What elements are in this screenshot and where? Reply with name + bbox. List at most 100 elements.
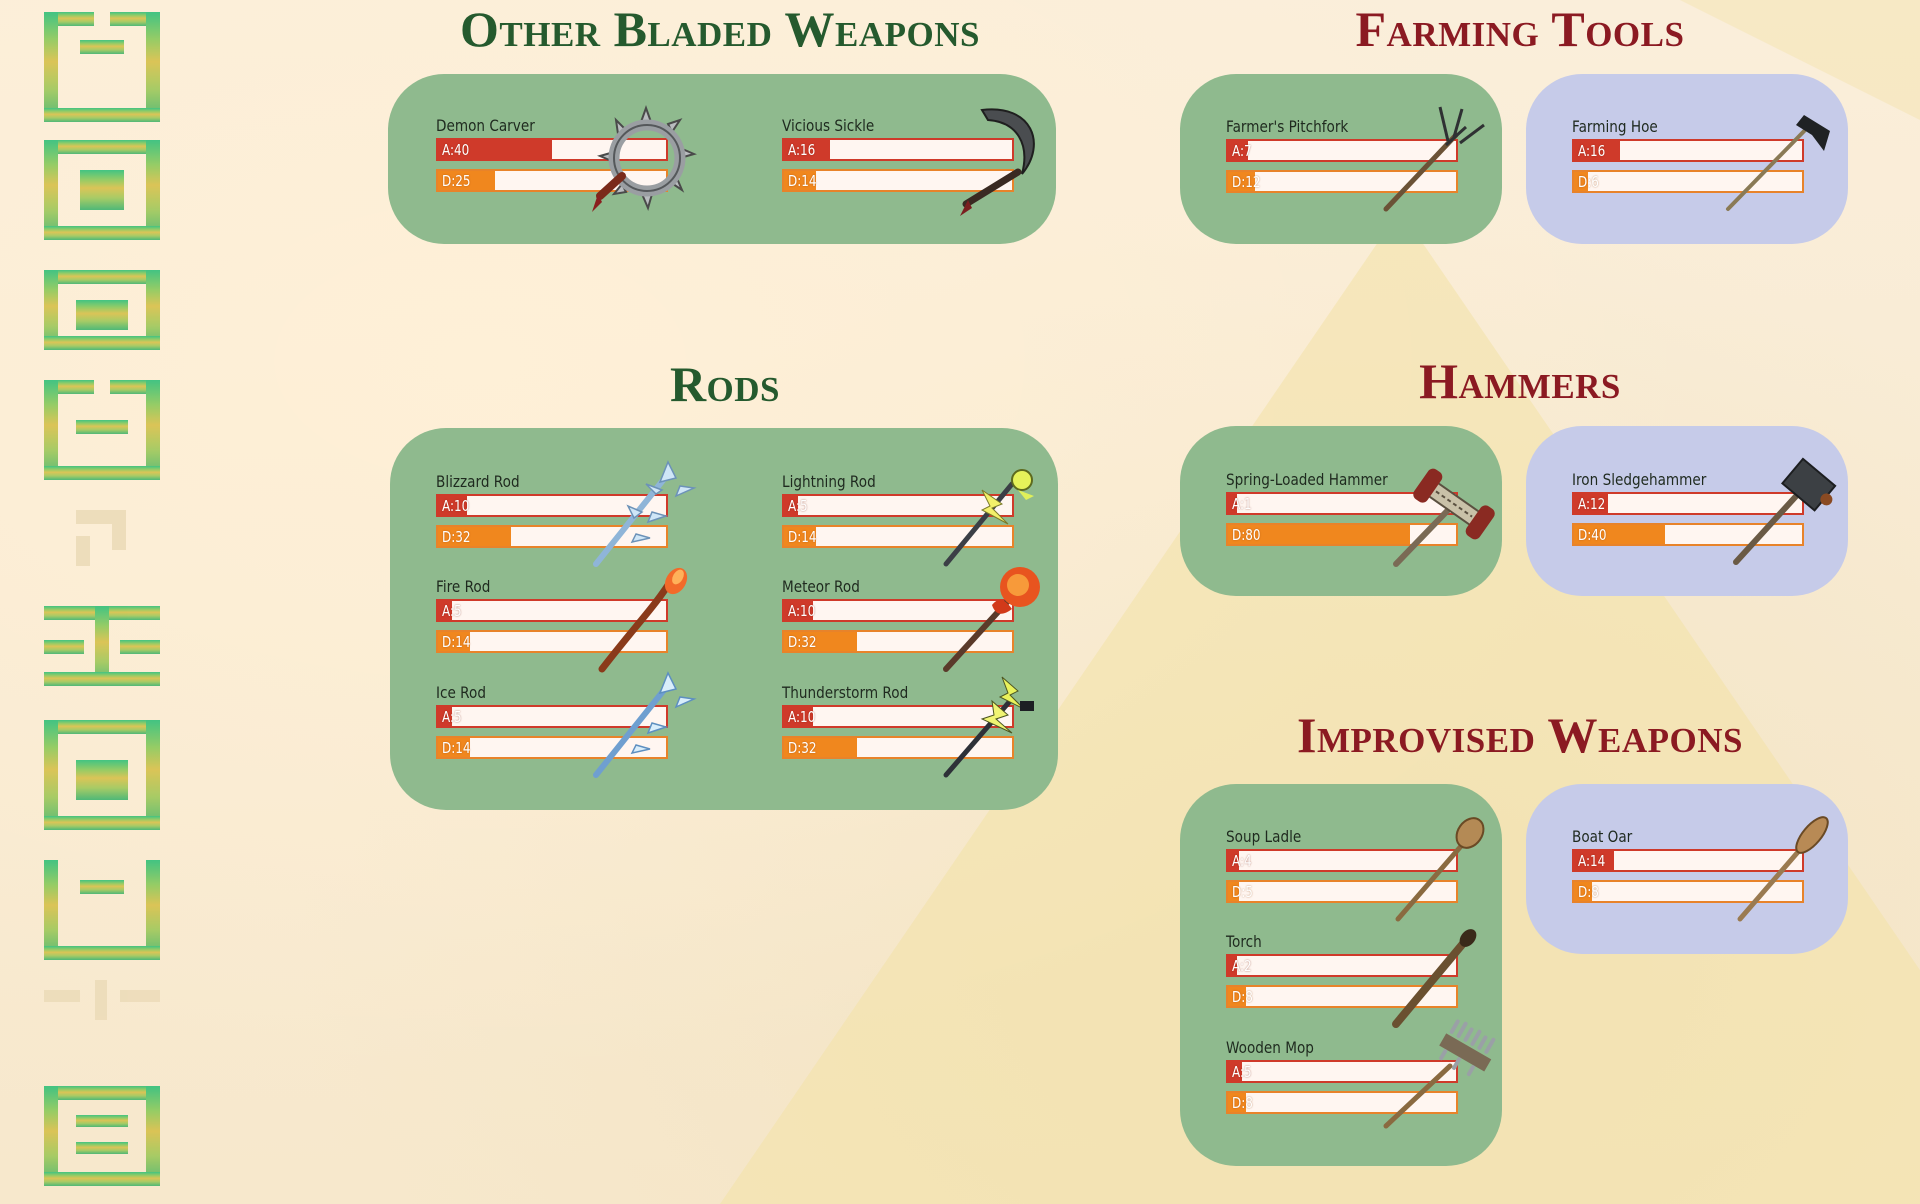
weapon-card-farming-hoe: Farming Hoe A:16 D:6 <box>1572 115 1832 211</box>
pitchfork-icon <box>1383 106 1485 212</box>
durability-bar-fill <box>1228 172 1256 191</box>
fire-rod-icon <box>598 567 688 673</box>
attack-bar: A:1 <box>1226 492 1458 515</box>
section-title-improvised: Improvised Weapons <box>1297 707 1743 763</box>
weapon-name: Soup Ladle <box>1226 827 1302 846</box>
weapon-name: Wooden Mop <box>1226 1038 1314 1057</box>
weapon-card-blizzard-rod: Blizzard Rod A:10 D:32 <box>436 460 697 567</box>
attack-bar-fill <box>1228 851 1240 870</box>
attack-bar: A:14 <box>1572 849 1804 872</box>
section-title-rods: Rods <box>669 356 781 412</box>
thunderstorm-rod-icon <box>943 676 1034 778</box>
attack-bar-fill <box>784 140 830 159</box>
durability-bar-fill <box>1574 882 1593 901</box>
attack-bar-fill <box>438 496 467 515</box>
durability-bar: D:32 <box>782 736 1014 759</box>
weapon-card-meteor-rod: Meteor Rod A:10 D:32 <box>782 567 1042 672</box>
attack-label: A:14 <box>1578 852 1606 870</box>
mop-icon <box>1383 1019 1496 1129</box>
attack-bar-fill <box>438 707 453 726</box>
durability-bar-fill <box>438 738 470 757</box>
attack-label: A:16 <box>1578 142 1606 160</box>
spring-hammer-icon <box>1393 468 1495 567</box>
attack-label: A:1 <box>1232 495 1252 513</box>
attack-label: A:10 <box>788 708 816 726</box>
weapon-name: Boat Oar <box>1572 827 1633 846</box>
attack-bar-fill <box>784 601 813 620</box>
attack-bar: A:5 <box>436 705 668 728</box>
ladle-icon <box>1395 817 1485 922</box>
attack-label: A:5 <box>442 708 462 726</box>
attack-bar: A:10 <box>782 705 1014 728</box>
weapon-name: Ice Rod <box>436 683 486 702</box>
durability-bar-fill <box>784 632 857 651</box>
attack-bar: A:12 <box>1572 492 1804 515</box>
lightning-rod-icon <box>943 469 1034 567</box>
durability-bar-fill <box>438 527 511 546</box>
durability-bar-fill <box>438 171 495 190</box>
durability-bar: D:40 <box>1572 523 1804 546</box>
durability-label: D:14 <box>788 172 817 190</box>
weapon-card-farmers-pitchfork: Farmer's Pitchfork A:7 D:12 <box>1226 106 1486 212</box>
attack-bar-fill <box>1574 494 1609 513</box>
durability-label: D:8 <box>1232 1094 1253 1112</box>
attack-bar-fill <box>438 140 552 159</box>
attack-label: A:5 <box>788 497 808 515</box>
durability-bar-fill <box>1574 172 1588 191</box>
weapon-card-torch: Torch A:2 D:8 <box>1226 929 1486 1028</box>
attack-label: A:16 <box>788 141 816 159</box>
durability-label: D:14 <box>788 528 817 546</box>
weapon-card-spring-loaded-hammer: Spring-Loaded Hammer A:1 D:80 <box>1226 468 1495 567</box>
section-title-other-bladed: Other Bladed Weapons <box>459 1 980 57</box>
durability-bar-fill <box>784 738 857 757</box>
weapon-name: Lightning Rod <box>782 472 876 491</box>
durability-label: D:14 <box>442 633 471 651</box>
attack-bar: A:16 <box>782 138 1014 161</box>
durability-label: D:6 <box>1578 173 1599 191</box>
durability-label: D:80 <box>1232 526 1261 544</box>
attack-label: A:40 <box>442 141 470 159</box>
sledgehammer-icon <box>1733 457 1837 565</box>
attack-bar-fill <box>1228 1062 1243 1081</box>
sickle-icon <box>960 108 1035 216</box>
attack-label: A:7 <box>1232 142 1252 160</box>
attack-label: A:10 <box>788 602 816 620</box>
attack-bar: A:7 <box>1226 139 1458 162</box>
attack-bar-fill <box>1228 494 1238 513</box>
weapon-name: Farming Hoe <box>1572 117 1658 136</box>
weapon-card-wooden-mop: Wooden Mop A:5 D:8 <box>1226 1019 1496 1129</box>
weapon-name: Demon Carver <box>436 116 535 135</box>
attack-label: A:12 <box>1578 495 1606 513</box>
durability-bar: D:14 <box>782 169 1014 192</box>
durability-label: D:32 <box>442 528 471 546</box>
attack-bar: A:2 <box>1226 954 1458 977</box>
weapon-name: Meteor Rod <box>782 577 860 596</box>
durability-bar: D:8 <box>1572 880 1804 903</box>
ice-rod-icon <box>593 671 697 778</box>
weapon-card-boat-oar: Boat Oar A:14 D:8 <box>1572 816 1832 922</box>
weapon-card-thunderstorm-rod: Thunderstorm Rod A:10 D:32 <box>782 676 1042 778</box>
attack-label: A:2 <box>1232 957 1252 975</box>
weapon-name: Fire Rod <box>436 577 491 596</box>
durability-label: D:40 <box>1578 526 1607 544</box>
durability-label: D:8 <box>1578 883 1599 901</box>
durability-bar-fill <box>784 527 816 546</box>
attack-bar: A:16 <box>1572 139 1804 162</box>
durability-bar-fill <box>784 171 816 190</box>
durability-bar-fill <box>1574 525 1666 544</box>
weapon-name: Blizzard Rod <box>436 472 520 491</box>
attack-label: A:5 <box>442 602 462 620</box>
durability-label: D:25 <box>442 172 471 190</box>
durability-bar-fill <box>1228 1093 1247 1112</box>
weapon-card-vicious-sickle: Vicious Sickle A:16 D:14 <box>782 108 1042 216</box>
durability-bar: D:14 <box>782 525 1014 548</box>
weapon-card-fire-rod: Fire Rod A:5 D:14 <box>436 567 696 673</box>
attack-label: A:10 <box>442 497 470 515</box>
durability-label: D:14 <box>442 739 471 757</box>
durability-bar: D:32 <box>782 630 1014 653</box>
attack-bar: A:10 <box>782 599 1014 622</box>
blizzard-rod-icon <box>593 460 697 567</box>
durability-bar: D:14 <box>436 630 668 653</box>
durability-bar: D:80 <box>1226 523 1458 546</box>
